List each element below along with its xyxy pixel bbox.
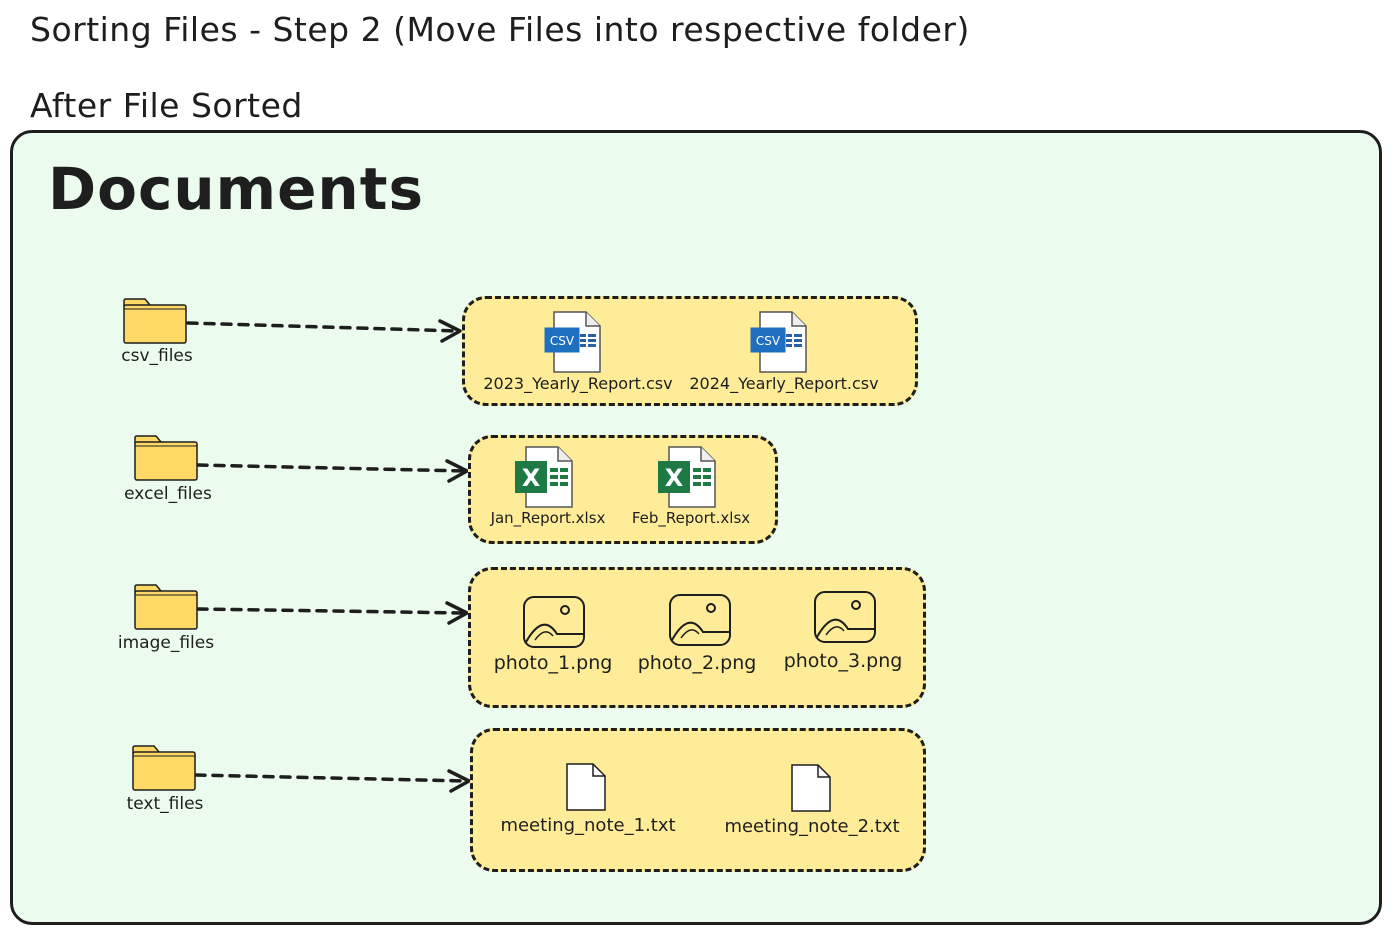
folder-icon[interactable] <box>123 298 187 344</box>
csv-icon-text: CSV <box>756 334 781 348</box>
image-file-icon[interactable] <box>812 589 878 645</box>
csv-icon-text: CSV <box>550 334 575 348</box>
image-files-group <box>468 567 926 708</box>
text-file-icon[interactable] <box>564 762 608 812</box>
panel-title: Documents <box>48 155 424 223</box>
folder-icon[interactable] <box>134 584 198 630</box>
file-label: Feb_Report.xlsx <box>631 509 751 527</box>
file-label: 2023_Yearly_Report.csv <box>483 374 673 393</box>
excel-file-icon[interactable]: X <box>514 446 574 508</box>
image-file-icon[interactable] <box>667 592 733 648</box>
image-file-icon[interactable] <box>521 594 587 650</box>
folder-label-text-files: text_files <box>126 794 204 814</box>
excel-file-icon[interactable]: X <box>657 446 717 508</box>
file-label: Jan_Report.xlsx <box>490 509 606 527</box>
file-label: meeting_note_2.txt <box>724 816 900 837</box>
folder-label-csv-files: csv_files <box>121 346 193 366</box>
text-file-icon[interactable] <box>789 763 833 813</box>
csv-file-icon[interactable]: CSV <box>750 311 808 373</box>
excel-icon-text: X <box>522 464 541 492</box>
text-files-group <box>470 728 926 872</box>
folder-label-image-files: image_files <box>117 633 215 653</box>
file-label: meeting_note_1.txt <box>500 815 676 836</box>
file-label: photo_2.png <box>637 652 757 674</box>
csv-file-icon[interactable]: CSV <box>544 311 602 373</box>
excel-icon-text: X <box>665 464 684 492</box>
folder-label-excel-files: excel_files <box>124 484 212 504</box>
folder-icon[interactable] <box>132 745 196 791</box>
folder-icon[interactable] <box>134 435 198 481</box>
page-title: Sorting Files - Step 2 (Move Files into … <box>30 10 970 49</box>
csv-files-group <box>462 296 918 406</box>
file-label: 2024_Yearly_Report.csv <box>689 374 879 393</box>
section-subtitle: After File Sorted <box>30 86 303 125</box>
file-label: photo_3.png <box>783 650 903 672</box>
file-label: photo_1.png <box>493 652 613 674</box>
